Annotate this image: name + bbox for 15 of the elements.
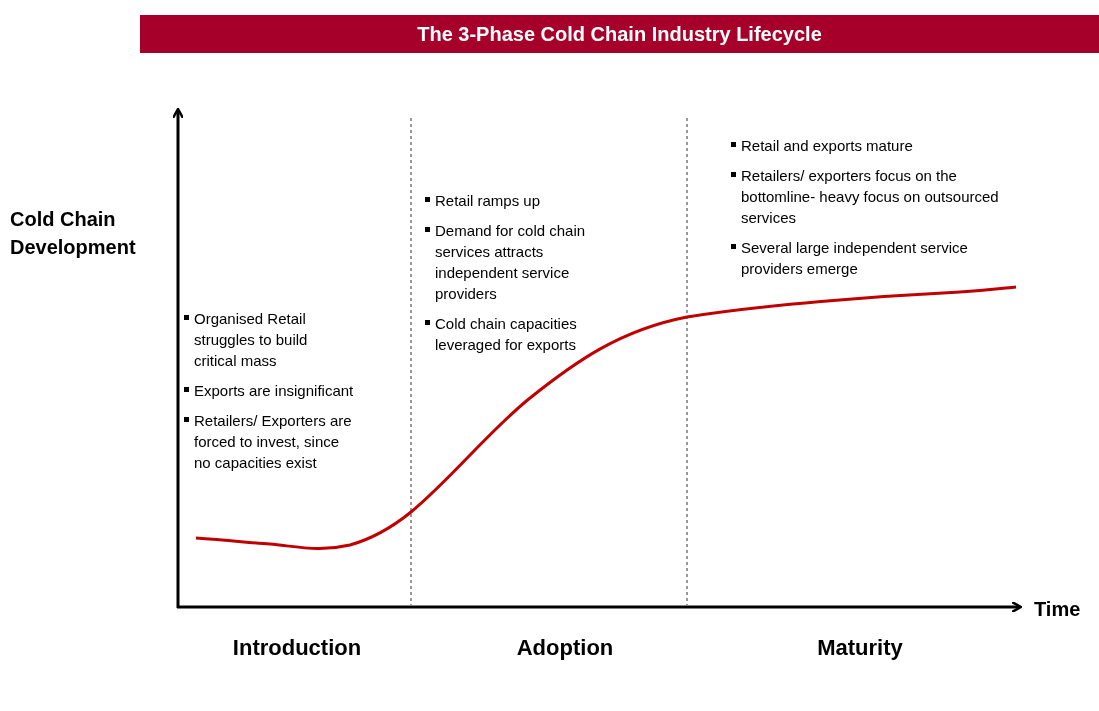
- bullet-text: Retail ramps up: [435, 191, 541, 211]
- phase-label: Maturity: [816, 634, 904, 662]
- bullet-text: Retailers/ Exporters are forced to invest, since no capacities exist: [194, 411, 353, 473]
- bullet-text: Retail and exports mature: [741, 136, 913, 156]
- phase-label: Adoption: [515, 634, 615, 662]
- bullet-text: Exports are insignificant: [194, 381, 354, 401]
- axis-title: Time: [1034, 597, 1082, 622]
- bullet-text: Retailers/ exporters focus on the bottomline- heavy focus on outsourced services: [741, 166, 1000, 228]
- bullet-text: Cold chain capacities leveraged for exports: [435, 314, 578, 355]
- phase-label: Introduction: [231, 634, 363, 662]
- title-banner: The 3-Phase Cold Chain Industry Lifecycle: [140, 15, 1099, 53]
- bullet-text: Several large independent service providers emerge: [741, 238, 969, 279]
- axis-title: Cold Chain Development: [10, 207, 137, 260]
- bullet-text: Demand for cold chain services attracts independent service providers: [435, 221, 587, 304]
- bullet-text: Organised Retail struggles to build critical mass: [194, 309, 309, 371]
